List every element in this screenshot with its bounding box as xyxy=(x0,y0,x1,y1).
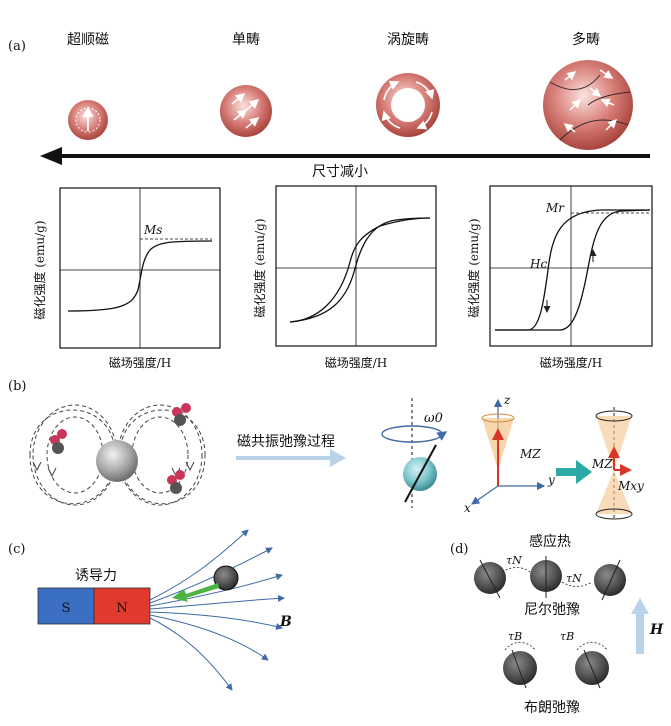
domain-label-vortex-domain: 涡旋畴 xyxy=(387,32,429,48)
process-arrow xyxy=(236,449,346,467)
tau-n-label-1: τN xyxy=(506,554,522,567)
panel-d-label: (d) xyxy=(450,542,468,557)
panel-c-label: (c) xyxy=(8,542,25,557)
superparamagnetic-sphere xyxy=(68,100,108,140)
neel-relaxation-label: 尼尔弛豫 xyxy=(524,602,580,618)
magnetization-axes-mxy: MZ Mxy xyxy=(591,406,644,520)
plot1-xlabel: 磁场强度/H xyxy=(109,355,172,370)
magnetization-axes-mz: z y x MZ xyxy=(464,393,555,515)
size-decrease-arrow xyxy=(40,147,650,165)
axis-z-label: z xyxy=(503,393,511,407)
axis-x-label: x xyxy=(464,501,471,515)
nanoparticle-in-field xyxy=(213,565,239,591)
south-pole-label: S xyxy=(62,601,71,616)
tau-b-label-1: τB xyxy=(508,630,522,643)
panel-b: (b) xyxy=(8,379,644,520)
brown-particles xyxy=(503,642,609,689)
induced-force-label: 诱导力 xyxy=(75,568,117,584)
water-molecule-icon xyxy=(172,403,191,426)
panel-a: (a) 超顺磁 单畴 涡旋畴 多畴 xyxy=(8,31,653,370)
north-pole-label: N xyxy=(116,601,127,616)
brown-relaxation-label: 布朗弛豫 xyxy=(524,700,580,716)
mr-relaxation-label: 磁共振弛豫过程 xyxy=(237,434,335,450)
water-molecule-icon xyxy=(167,470,185,494)
tau-n-label-2: τN xyxy=(566,572,582,585)
magnet-north-pole xyxy=(93,587,151,625)
magnetic-nanoparticle-sphere xyxy=(96,440,138,482)
panel-b-label: (b) xyxy=(8,379,26,394)
size-decrease-label: 尺寸减小 xyxy=(312,164,368,180)
vortex-domain-sphere xyxy=(376,73,440,137)
field-h-arrow xyxy=(631,598,649,654)
precessing-spin: ω0 xyxy=(381,398,448,508)
plot3-xlabel: 磁场强度/H xyxy=(540,355,603,370)
magnetic-field-lines xyxy=(149,529,285,691)
plot2-xlabel: 磁场强度/H xyxy=(325,355,388,370)
relaxation-transition-arrow xyxy=(556,460,592,484)
mr-label: Mr xyxy=(545,201,565,215)
water-molecule-icon xyxy=(50,429,67,454)
ms-label: Ms xyxy=(143,223,162,237)
multi-domain-sphere xyxy=(543,60,633,150)
panel-a-label: (a) xyxy=(8,39,26,54)
domain-label-superparamagnetic: 超顺磁 xyxy=(67,32,109,48)
hysteresis-plot-multi-domain: Mr Hc 磁场强度/H 磁化强度 (emu/g) xyxy=(466,185,653,370)
field-h-label: H xyxy=(649,622,664,638)
field-b-label: B xyxy=(279,614,292,630)
hc-label: Hc xyxy=(529,257,547,271)
magnet-south-pole xyxy=(37,587,95,625)
plot3-ylabel: 磁化强度 (emu/g) xyxy=(466,218,481,317)
omega-label: ω0 xyxy=(424,411,443,426)
mxy-label: Mxy xyxy=(617,479,644,493)
axis-y-label: y xyxy=(547,473,555,487)
single-domain-sphere xyxy=(220,85,272,137)
tau-b-label-2: τB xyxy=(560,630,574,643)
panel-d: (d) 感应热 τN τN 尼尔弛豫 τB τB 布朗弛豫 H xyxy=(450,533,664,716)
induction-heating-title: 感应热 xyxy=(529,533,571,550)
domain-label-single-domain: 单畴 xyxy=(232,32,260,48)
induced-force-arrow xyxy=(172,583,219,602)
mz2-label: MZ xyxy=(591,457,613,471)
plot2-ylabel: 磁化强度 (emu/g) xyxy=(252,218,267,317)
hysteresis-plot-single-domain: 磁场强度/H 磁化强度 (emu/g) xyxy=(252,185,437,370)
mz-label: MZ xyxy=(519,447,541,461)
bar-magnet: S N xyxy=(37,587,151,625)
plot1-ylabel: 磁化强度 (emu/g) xyxy=(32,220,47,319)
dipole-small-arrows xyxy=(32,461,195,478)
panel-c: (c) 诱导力 S N B xyxy=(8,529,292,691)
domain-label-multi-domain: 多畴 xyxy=(572,31,600,48)
hysteresis-plot-superparamagnetic: Ms 磁场强度/H 磁化强度 (emu/g) xyxy=(32,187,221,370)
neel-particles xyxy=(474,556,626,601)
